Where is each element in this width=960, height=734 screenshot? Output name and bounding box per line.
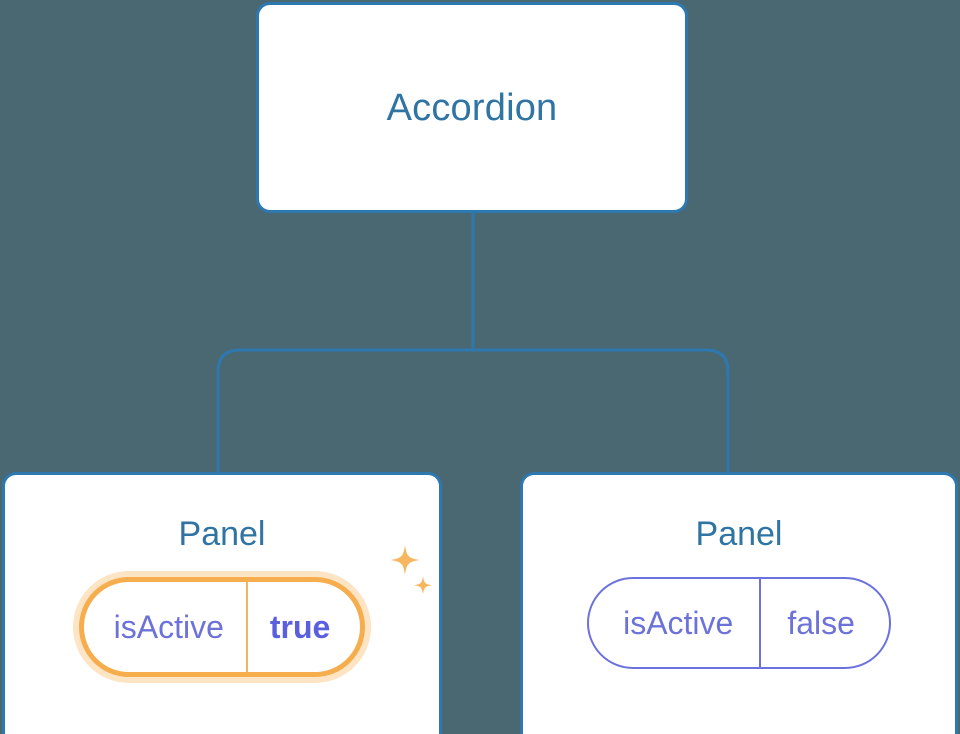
node-panel-inactive[interactable]: Panel isActive false <box>520 472 958 734</box>
prop-pill-isactive-false[interactable]: isActive false <box>587 577 891 669</box>
prop-key-1: isActive <box>623 604 734 641</box>
node-panel-active[interactable]: Panel isActive true <box>2 472 442 734</box>
prop-pill-wrapper-1: isActive false <box>587 577 891 669</box>
node-title-accordion: Accordion <box>386 86 558 129</box>
prop-pill-wrapper-0: isActive true <box>78 577 366 677</box>
node-accordion[interactable]: Accordion <box>256 2 688 213</box>
node-title-panel-1: Panel <box>695 515 783 553</box>
prop-value-0: true <box>245 582 360 672</box>
prop-pill-isactive-true[interactable]: isActive true <box>78 577 366 677</box>
node-title-panel-0: Panel <box>178 515 266 553</box>
prop-value-1: false <box>759 579 889 667</box>
prop-key-0: isActive <box>113 608 224 645</box>
